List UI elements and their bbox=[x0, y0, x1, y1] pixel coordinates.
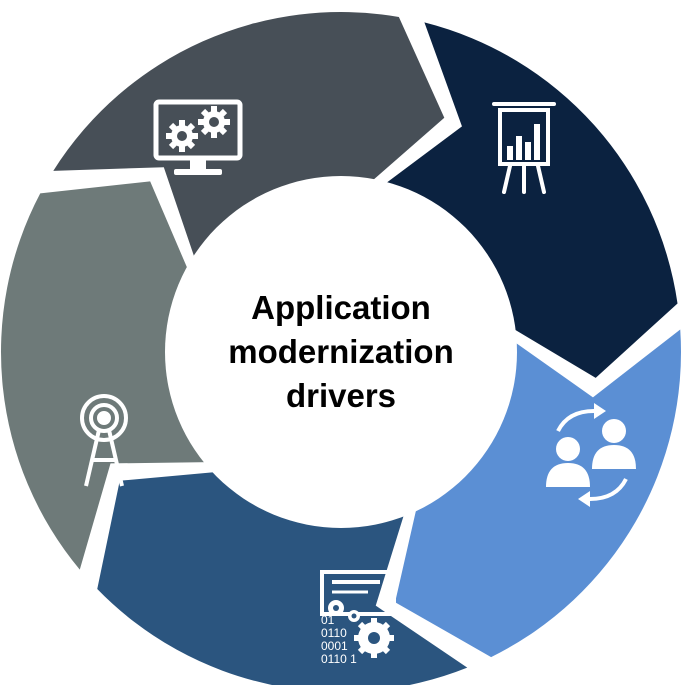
binary-line-1: 01 bbox=[321, 613, 335, 627]
center-disc bbox=[165, 176, 517, 528]
title-line-3: drivers bbox=[285, 377, 397, 414]
broadcast-tower-icon bbox=[80, 394, 128, 487]
ring-segment-broadcast-tower bbox=[1, 181, 209, 570]
presentation-chart-icon bbox=[492, 102, 556, 194]
binary-line-3: 0001 bbox=[321, 639, 348, 653]
ring-segment-presentation-chart bbox=[383, 22, 678, 378]
ring-segment-monitor-gears bbox=[53, 12, 445, 261]
center-title: Application modernization drivers bbox=[191, 277, 491, 427]
title-line-1: Application bbox=[251, 289, 431, 326]
code-gears-icon: 01 0110 0001 0110 1 bbox=[320, 570, 396, 666]
binary-line-2: 0110 bbox=[321, 626, 347, 640]
user-exchange-icon bbox=[546, 403, 636, 507]
ring-segment-user-exchange bbox=[395, 329, 682, 658]
title-line-2: modernization bbox=[228, 333, 454, 370]
binary-line-4: 0110 1 bbox=[321, 652, 357, 666]
monitor-gears-icon bbox=[153, 99, 243, 175]
ring-segments bbox=[1, 12, 682, 685]
